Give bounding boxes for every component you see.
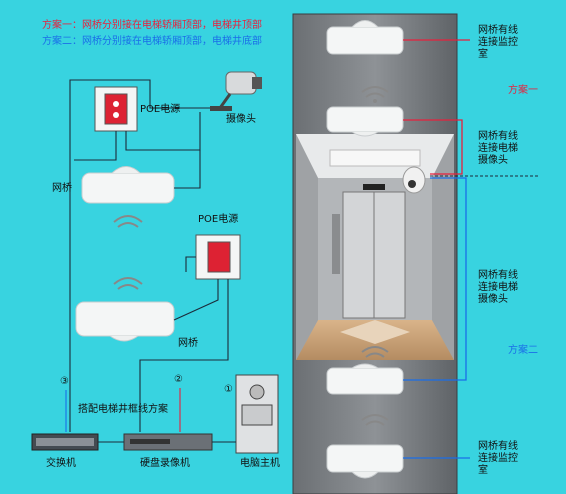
bridge-top-label: 网桥: [52, 183, 72, 194]
poe-top-label: POE电源: [140, 104, 181, 115]
marker-3: ③: [60, 376, 69, 387]
monitor-label: 电脑主机: [240, 458, 280, 469]
bridge-car-bottom: [326, 363, 404, 395]
car-bridge-label: 网桥有线 连接电梯 摄像头: [478, 131, 518, 166]
elevator-car: [296, 134, 454, 360]
scheme2-tag: 方案二: [508, 345, 538, 356]
poe-bottom-label: POE电源: [198, 214, 239, 225]
bridge-left-bottom: [75, 301, 175, 342]
wiring-note: 搭配电梯井框线方案: [78, 404, 168, 415]
wifi-icon: [113, 215, 143, 228]
nvr-label: 硬盘录像机: [140, 458, 190, 469]
scheme1-tag: 方案一: [508, 85, 538, 96]
marker-1: ①: [224, 384, 233, 395]
scheme1-line: [403, 39, 470, 175]
bottom-bridge-label: 网桥有线 连接监控 室: [478, 441, 518, 476]
scheme-drop-lines: [65, 388, 181, 432]
nvr-recorder: [123, 433, 213, 451]
bridge-car-top: [326, 106, 404, 137]
wifi-icon: [113, 277, 143, 290]
cam-bridge-label: 网桥有线 连接电梯 摄像头: [478, 270, 518, 305]
marker-2: ②: [174, 374, 183, 385]
bridge-bottom-label: 网桥: [178, 338, 198, 349]
wiring: [69, 79, 236, 443]
monitor-host: [235, 374, 279, 454]
bridge-left-top: [81, 166, 175, 204]
wifi-icon: [361, 86, 389, 103]
wifi-icon: [361, 346, 389, 358]
camera-label: 摄像头: [226, 114, 256, 125]
dome-camera-icon: [402, 166, 426, 194]
camera-icon: [210, 71, 262, 111]
scheme2-line: [403, 177, 470, 459]
legend-scheme2: 方案二：网桥分别接在电梯轿厢顶部，电梯井底部: [42, 36, 262, 47]
top-bridge-label: 网桥有线 连接监控 室: [478, 25, 518, 60]
legend-scheme1: 方案一：网桥分别接在电梯轿厢顶部，电梯井顶部: [42, 20, 262, 31]
poe-power-top: [94, 86, 138, 132]
wifi-icon: [361, 414, 389, 426]
switch-label: 交换机: [46, 458, 76, 469]
network-switch: [31, 433, 99, 451]
poe-power-bottom: [195, 234, 241, 280]
